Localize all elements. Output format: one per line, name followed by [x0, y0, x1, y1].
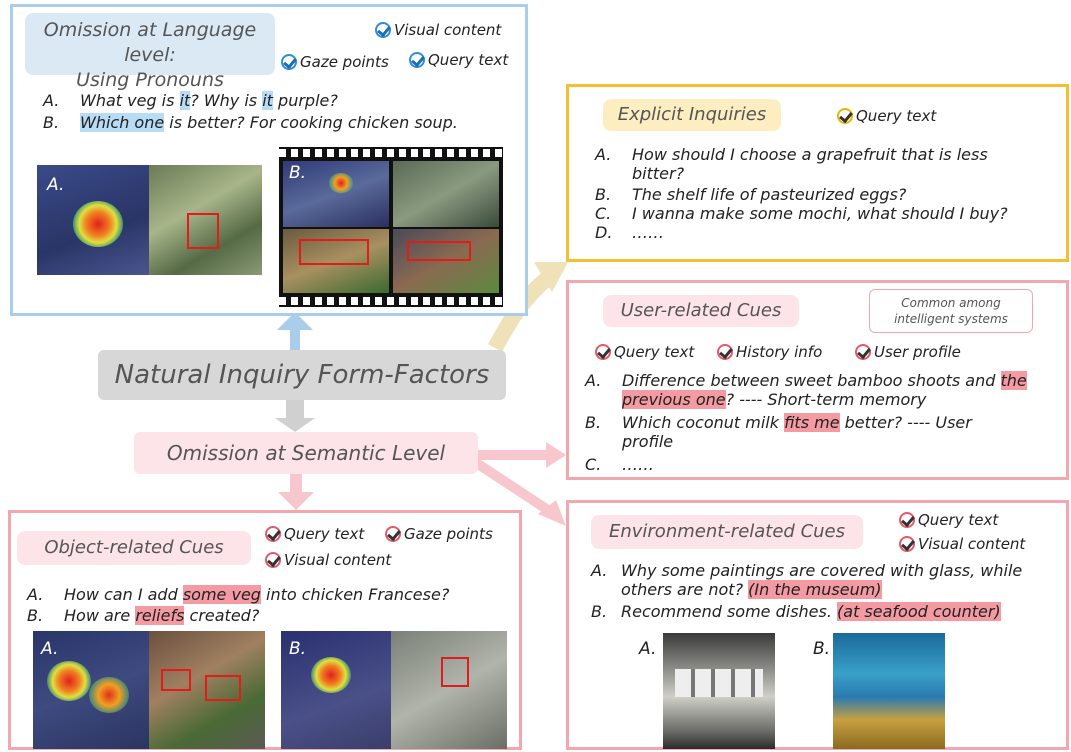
object-box — [161, 669, 191, 691]
tag-history-info: History info — [717, 343, 822, 361]
check-icon — [899, 512, 915, 528]
object-box — [299, 239, 369, 265]
tag-query-text: Query text — [899, 511, 998, 529]
semantic-level-label: Omission at Semantic Level — [134, 432, 478, 474]
explicit-item-b: B. The shelf life of pasteurized eggs? — [595, 185, 907, 204]
object-image-b-scene — [391, 631, 507, 749]
user-related-panel: User-related Cues Common among intellige… — [566, 280, 1069, 480]
check-icon — [281, 54, 297, 70]
film-perforation-top — [279, 149, 503, 157]
check-icon — [409, 52, 425, 68]
object-item-a: A. How can I add some veg into chicken F… — [27, 585, 450, 604]
env-item-a: A. Why some paintings are covered with g… — [591, 561, 1023, 599]
env-image-b-label: B. — [813, 639, 831, 659]
tag-user-profile: User profile — [855, 343, 961, 361]
env-image-a-label: A. — [639, 639, 657, 659]
tag-query-text: Query text — [595, 343, 694, 361]
arrow-pink-right-head — [546, 442, 566, 468]
env-panel-title: Environment-related Cues — [591, 515, 863, 549]
arrow-down-gray — [275, 400, 315, 432]
check-icon — [375, 22, 391, 38]
arrow-pink-diag — [472, 457, 551, 515]
check-icon — [717, 344, 733, 360]
language-panel-title: Omission at Language level: Using Pronou… — [25, 13, 275, 91]
env-item-b: B. Recommend some dishes. (at seafood co… — [591, 602, 1001, 621]
gaze-heatmap — [311, 657, 351, 693]
env-image-a-museum — [663, 633, 775, 749]
object-box — [407, 241, 471, 261]
arrow-up-blue — [277, 312, 313, 352]
check-icon — [899, 536, 915, 552]
user-item-a: A. Difference between sweet bamboo shoot… — [585, 371, 1027, 409]
tag-query-text: Query text — [265, 525, 364, 543]
film-frame-3 — [283, 229, 389, 293]
check-icon — [265, 552, 281, 568]
arrow-pink-down-head — [278, 492, 314, 510]
object-box — [441, 657, 469, 687]
explicit-item-a: A. How should I choose a grapefruit that… — [595, 145, 988, 183]
object-item-b: B. How are reliefs created? — [27, 606, 260, 625]
film-frame-2 — [393, 161, 499, 227]
check-icon — [837, 108, 853, 124]
tag-query-text: Query text — [409, 51, 508, 69]
object-image-a-scene — [149, 631, 265, 749]
env-image-b-seafood — [833, 633, 945, 749]
object-image-b-gaze: B. — [281, 631, 391, 749]
object-panel-title: Object-related Cues — [17, 531, 251, 565]
object-image-a-gaze: A. — [33, 631, 149, 749]
language-level-panel: Omission at Language level: Using Pronou… — [10, 4, 528, 316]
user-item-b: B. Which coconut milk fits me better? --… — [585, 413, 972, 451]
image-a-scene — [149, 165, 262, 275]
user-item-c: C. …… — [585, 455, 654, 474]
tag-gaze-points: Gaze points — [281, 53, 389, 71]
user-panel-title: User-related Cues — [603, 295, 799, 327]
tag-visual-content: Visual content — [899, 535, 1025, 553]
gaze-heatmap — [89, 677, 129, 713]
image-a-gaze: A. — [37, 165, 149, 275]
natural-inquiry-label: Natural Inquiry Form-Factors — [98, 350, 506, 400]
common-note: Common among intelligent systems — [869, 289, 1033, 333]
language-item-b: B. Which one is better? For cooking chic… — [43, 113, 458, 132]
film-frame-4 — [393, 229, 499, 293]
tag-visual-content: Visual content — [375, 21, 501, 39]
object-box — [205, 675, 241, 701]
paintings-row — [675, 669, 763, 697]
check-icon — [385, 526, 401, 542]
arrow-pink-diag-head — [538, 500, 566, 526]
environment-related-panel: Environment-related Cues Query text Visu… — [566, 500, 1069, 750]
arrow-yellow-head — [534, 262, 568, 292]
image-b-filmstrip: B. — [279, 147, 503, 307]
check-icon — [855, 344, 871, 360]
language-item-a: A. What veg is it? Why is it purple? — [43, 91, 338, 110]
object-box — [187, 213, 219, 249]
explicit-inquiries-panel: Explicit Inquiries Query text A. How sho… — [566, 84, 1069, 262]
arrow-pink-right-bar — [478, 450, 548, 460]
check-icon — [265, 526, 281, 542]
film-frame-1: B. — [283, 161, 389, 227]
gaze-heatmap — [329, 173, 353, 193]
explicit-item-d: D. …… — [595, 223, 664, 242]
check-icon — [595, 344, 611, 360]
gaze-heatmap — [47, 661, 91, 701]
explicit-panel-title: Explicit Inquiries — [603, 99, 781, 131]
tag-visual-content: Visual content — [265, 551, 391, 569]
arrow-pink-down-bar — [290, 474, 302, 494]
gaze-heatmap — [73, 201, 123, 247]
tag-gaze-points: Gaze points — [385, 525, 493, 543]
explicit-item-c: C. I wanna make some mochi, what should … — [595, 204, 1008, 223]
film-perforation-bottom — [279, 297, 503, 305]
tag-query-text: Query text — [837, 107, 936, 125]
object-related-panel: Object-related Cues Query text Gaze poin… — [8, 510, 522, 750]
